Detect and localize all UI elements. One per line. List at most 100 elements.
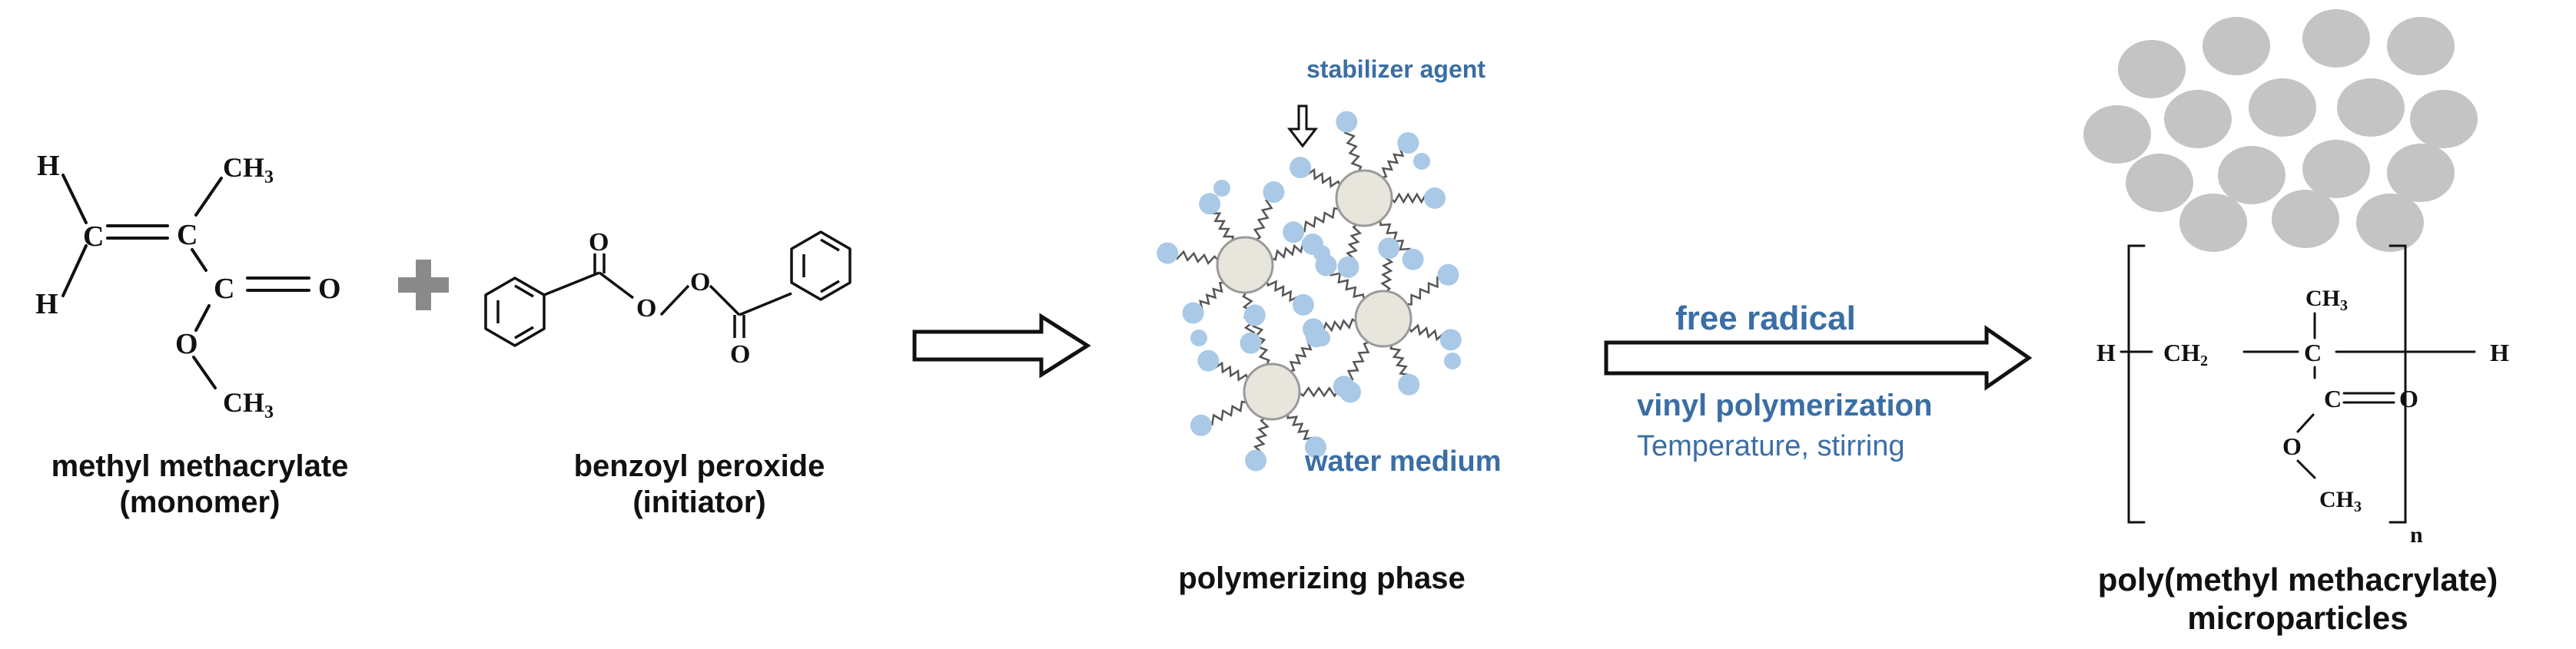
stabilizer-head xyxy=(1398,373,1420,396)
microparticles xyxy=(2083,9,2478,252)
group-ch3-bottom: CH3 xyxy=(2319,487,2362,515)
polymerizing-phase-caption: polymerizing phase xyxy=(1178,561,1466,595)
stabilizer-heads xyxy=(1157,111,1462,472)
bond-o-o xyxy=(659,284,690,316)
microparticle xyxy=(2356,194,2424,252)
bond-ch3-top xyxy=(194,177,223,217)
microparticle xyxy=(2218,146,2286,204)
group-ch3-top: CH3 xyxy=(2305,286,2348,314)
arrow-right-icon xyxy=(912,313,1091,379)
monomer-droplet xyxy=(1354,290,1412,348)
bracket-right xyxy=(2388,244,2407,524)
arrow-down-icon xyxy=(1286,104,1319,148)
bond-h-bottom xyxy=(61,244,88,297)
stabilizer-head xyxy=(1337,256,1359,278)
atom-h-bottom: H xyxy=(35,288,58,320)
stabilizer-head xyxy=(1439,329,1462,351)
bracket-left xyxy=(2127,244,2146,524)
stabilizer-head xyxy=(1243,304,1266,326)
atom-o-single: O xyxy=(2282,432,2302,460)
atom-o-peroxide-1: O xyxy=(636,294,656,323)
plus-icon xyxy=(398,260,449,310)
ch3-bottom-sub: 3 xyxy=(264,402,274,422)
free-stabilizer xyxy=(1444,353,1461,369)
monomer-droplet xyxy=(1335,169,1393,227)
monomer-caption-line1: methyl methacrylate xyxy=(51,449,349,483)
benzene-ring-left xyxy=(484,276,546,347)
subscript-n: n xyxy=(2410,522,2423,548)
free-radical-label: free radical xyxy=(1675,300,1856,337)
product-caption-line1: poly(methyl methacrylate) xyxy=(2097,561,2498,598)
initiator-caption-line2: (initiator) xyxy=(632,485,766,520)
free-stabilizer xyxy=(1213,180,1230,197)
microparticle xyxy=(2337,78,2405,137)
stabilizer-head xyxy=(1397,132,1419,154)
monomer-droplet xyxy=(1243,363,1301,421)
ch3-bottom-sub: 3 xyxy=(2354,498,2362,515)
stabilizer-agent-label: stabilizer agent xyxy=(1306,55,1486,83)
monomer-caption-line2: (monomer) xyxy=(119,485,281,520)
group-ch3-top: CH3 xyxy=(223,152,274,187)
group-ch3-bottom: CH3 xyxy=(223,387,274,422)
bond-ring-carbonyl-left xyxy=(543,271,600,296)
stabilizer-head xyxy=(1245,449,1267,472)
atom-h-top: H xyxy=(37,150,60,182)
ch3-top-text: CH xyxy=(2305,286,2340,311)
monomer-caption: methyl methacrylate (monomer) xyxy=(0,449,400,521)
microparticle xyxy=(2272,190,2339,248)
bond-o-ch3 xyxy=(192,356,217,389)
free-stabilizer xyxy=(1190,329,1207,346)
bond-c-o xyxy=(194,304,211,332)
microparticle xyxy=(2179,194,2247,252)
plus-vertical xyxy=(416,260,431,310)
atom-c3: C xyxy=(214,273,234,305)
ch3-bottom-text: CH xyxy=(223,387,264,418)
free-stabilizer xyxy=(1413,153,1430,170)
stabilizer-head xyxy=(1197,349,1220,372)
product-caption: poly(methyl methacrylate) microparticles xyxy=(2044,561,2551,637)
stabilizer-head xyxy=(1292,293,1314,316)
group-ch2: CH2 xyxy=(2163,339,2208,369)
atom-h-left: H xyxy=(2096,339,2116,366)
stabilizer-chains xyxy=(1166,121,1453,462)
microparticle xyxy=(2118,40,2186,98)
arrow-right-long-icon xyxy=(1604,325,2033,391)
atom-c2: C xyxy=(177,219,198,251)
atom-o-carbonyl-right: O xyxy=(730,340,750,369)
conditions-label: Temperature, stirring xyxy=(1637,430,1905,462)
free-stabilizer xyxy=(1313,329,1330,346)
water-medium-label: water medium xyxy=(1305,445,1502,478)
atom-o-single: O xyxy=(175,328,198,360)
atom-h-right: H xyxy=(2490,339,2509,366)
stabilizer-head xyxy=(1290,157,1312,179)
monomer-droplet xyxy=(1216,236,1274,294)
bond-c-c xyxy=(191,248,207,272)
atom-o-double: O xyxy=(318,273,341,305)
atom-o-peroxide-2: O xyxy=(690,268,710,296)
ch3-top-text: CH xyxy=(223,152,264,183)
initiator-caption: benzoyl peroxide (initiator) xyxy=(507,449,891,521)
vinyl-polymerization-label: vinyl polymerization xyxy=(1637,389,1933,422)
free-stabilizer xyxy=(1313,245,1330,262)
stabilizer-head xyxy=(1437,263,1459,286)
benzene-ring-right xyxy=(790,230,851,301)
microparticle xyxy=(2410,90,2478,148)
bond-h-top xyxy=(61,174,88,224)
ring-right-inner-3 xyxy=(820,238,840,252)
stabilizer-head xyxy=(1336,111,1358,133)
stabilizer-head xyxy=(1378,237,1400,260)
stabilizer-head xyxy=(1283,221,1305,243)
microparticle xyxy=(2083,105,2151,164)
ring-left-inner-3 xyxy=(514,284,534,298)
ch2-text: CH xyxy=(2163,339,2200,366)
atom-o-carbonyl-left: O xyxy=(589,228,609,257)
atom-c: C xyxy=(2304,339,2322,366)
stabilizer-head xyxy=(1402,248,1424,270)
monomer-structure: H H C C C O O CH3 CH3 xyxy=(35,150,341,422)
microparticle xyxy=(2387,144,2455,202)
microparticle xyxy=(2302,9,2370,68)
stabilizer-head xyxy=(1157,242,1179,264)
atom-c1: C xyxy=(83,220,104,253)
microparticle xyxy=(2203,17,2270,75)
